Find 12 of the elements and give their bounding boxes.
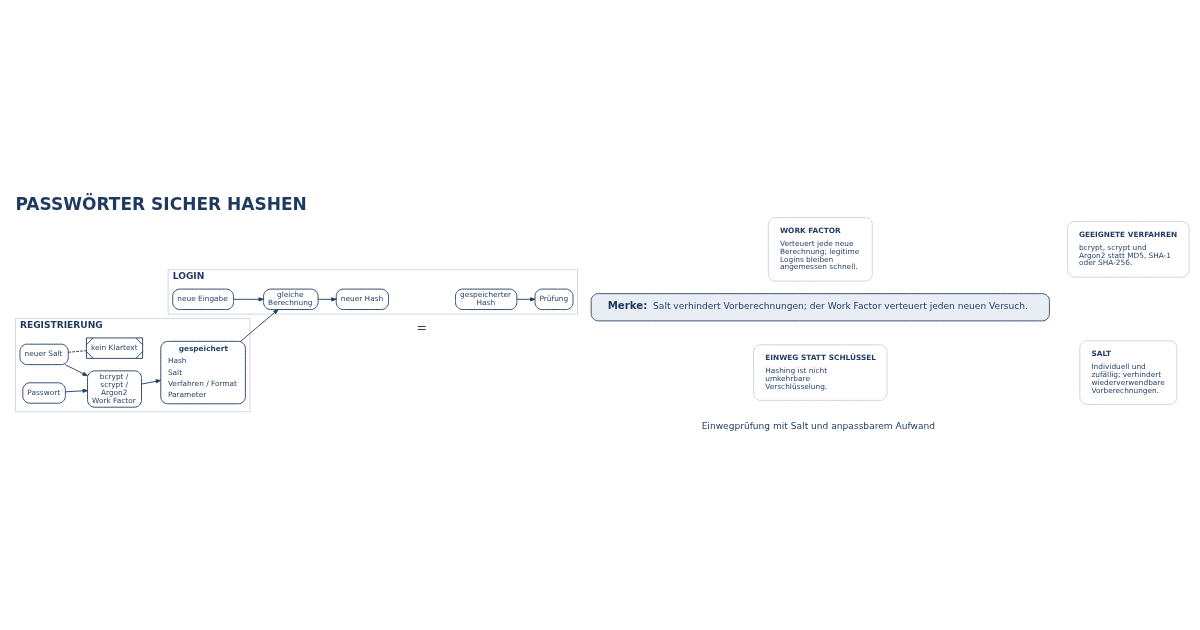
arrow	[233, 296, 264, 301]
arrow	[64, 363, 88, 376]
connector	[67, 349, 87, 353]
arrow	[317, 296, 337, 301]
diagram-title: PASSWÖRTER SICHER HASHEN	[15, 193, 307, 214]
arrow	[65, 388, 88, 393]
label: =	[416, 319, 428, 335]
label: Einwegprüfung mit Salt und anpassbarem Aufwand	[701, 420, 936, 431]
arrow	[516, 296, 536, 301]
arrow	[240, 308, 279, 342]
node-box: Merke: Salt verhindert Vorberechnungen; der Work Factor verteuert jeden neuen Versuch.	[590, 292, 1050, 321]
arrow	[141, 378, 162, 384]
